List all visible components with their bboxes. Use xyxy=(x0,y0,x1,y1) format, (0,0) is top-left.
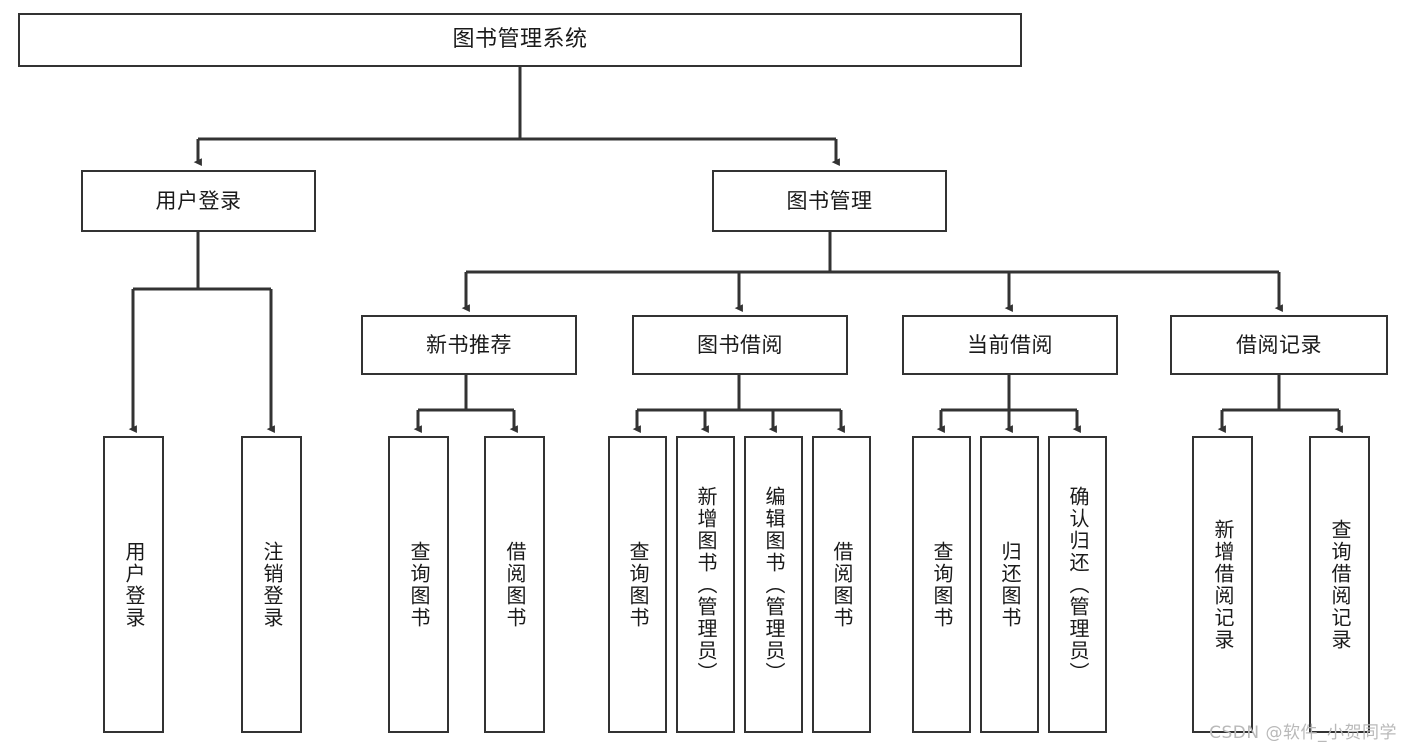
leaf-book-borrow-borrow-book[interactable]: 借阅图书 xyxy=(812,436,871,733)
node-borrow-record[interactable]: 借阅记录 xyxy=(1170,315,1388,375)
node-label: 用户登录 xyxy=(122,540,146,629)
leaf-user-login-login[interactable]: 用户登录 xyxy=(103,436,164,733)
leaf-book-borrow-edit-book-admin[interactable]: 编辑图书（管理员） xyxy=(744,436,803,733)
node-label: 图书借阅 xyxy=(697,332,783,357)
node-label: 注销登录 xyxy=(260,540,284,629)
node-label: 当前借阅 xyxy=(967,332,1053,357)
leaf-current-borrow-confirm-return-admin[interactable]: 确认归还（管理员） xyxy=(1048,436,1107,733)
node-label: 新增借阅记录 xyxy=(1211,518,1235,651)
node-label: 用户登录 xyxy=(155,188,242,213)
leaf-borrow-record-query-record[interactable]: 查询借阅记录 xyxy=(1309,436,1370,733)
node-label: 查询图书 xyxy=(626,540,650,629)
node-book-management[interactable]: 图书管理 xyxy=(712,170,947,232)
leaf-current-borrow-query-book[interactable]: 查询图书 xyxy=(912,436,971,733)
leaf-new-book-borrow-book[interactable]: 借阅图书 xyxy=(484,436,545,733)
node-label: 确认归还（管理员） xyxy=(1066,485,1090,684)
node-label: 借阅图书 xyxy=(503,540,527,629)
leaf-borrow-record-add-record[interactable]: 新增借阅记录 xyxy=(1192,436,1253,733)
node-label: 借阅记录 xyxy=(1236,332,1322,357)
node-book-management-system[interactable]: 图书管理系统 xyxy=(18,13,1022,67)
leaf-new-book-query-book[interactable]: 查询图书 xyxy=(388,436,449,733)
node-new-book-recommend[interactable]: 新书推荐 xyxy=(361,315,577,375)
node-label: 查询图书 xyxy=(407,540,431,629)
node-label: 新书推荐 xyxy=(426,332,512,357)
node-label: 借阅图书 xyxy=(830,540,854,629)
leaf-book-borrow-add-book-admin[interactable]: 新增图书（管理员） xyxy=(676,436,735,733)
leaf-book-borrow-query-book[interactable]: 查询图书 xyxy=(608,436,667,733)
node-book-borrow[interactable]: 图书借阅 xyxy=(632,315,848,375)
node-label: 图书管理 xyxy=(786,188,873,213)
node-label: 归还图书 xyxy=(998,540,1022,629)
csdn-watermark: CSDN @软件_小贺同学 xyxy=(1209,723,1397,743)
node-label: 查询图书 xyxy=(930,540,954,629)
node-label: 新增图书（管理员） xyxy=(694,485,718,684)
leaf-user-login-logout[interactable]: 注销登录 xyxy=(241,436,302,733)
node-current-borrow[interactable]: 当前借阅 xyxy=(902,315,1118,375)
node-user-login[interactable]: 用户登录 xyxy=(81,170,316,232)
node-label: 查询借阅记录 xyxy=(1328,518,1352,651)
leaf-current-borrow-return-book[interactable]: 归还图书 xyxy=(980,436,1039,733)
node-label: 编辑图书（管理员） xyxy=(762,485,786,684)
node-label: 图书管理系统 xyxy=(452,27,588,53)
